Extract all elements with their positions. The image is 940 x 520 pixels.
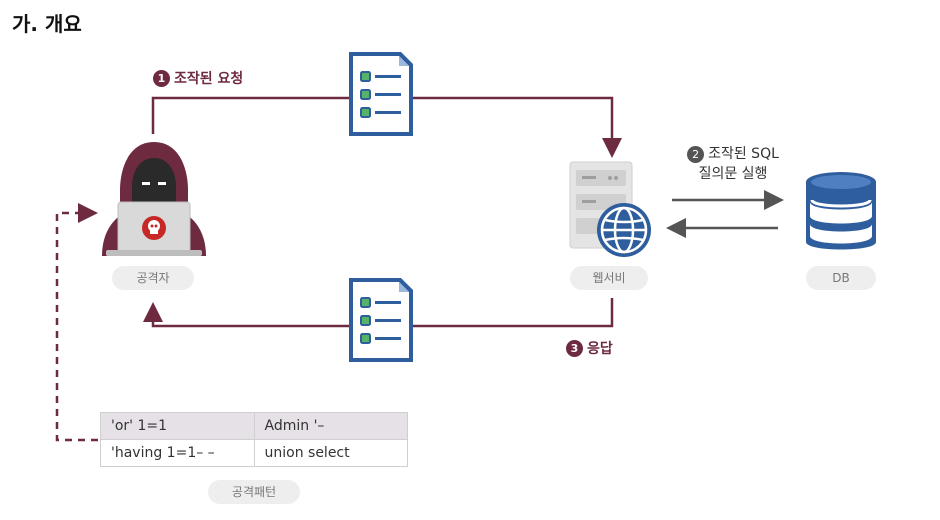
pattern-label: 공격패턴 xyxy=(208,480,300,504)
step-2-number: 2 xyxy=(687,145,705,163)
webserver-label: 웹서비 xyxy=(570,266,648,290)
step-1-label: 1 조작된 요청 xyxy=(153,68,243,88)
step-2-text-line2: 질의문 실행 xyxy=(698,166,768,182)
attacker-label: 공격자 xyxy=(112,266,194,290)
table-row: 'or' 1=1 Admin '– xyxy=(100,412,408,440)
table-cell: 'having 1=1– – xyxy=(100,439,255,467)
document-icon xyxy=(349,278,413,362)
pattern-dashed-arrow xyxy=(55,203,98,442)
document-icon xyxy=(349,52,413,136)
step-1-text: 조작된 요청 xyxy=(174,71,244,87)
skull-icon xyxy=(142,216,166,240)
attack-pattern-table: 'or' 1=1 Admin '– 'having 1=1– – union s… xyxy=(100,412,408,467)
step-3-label: 3 응답 xyxy=(566,338,613,358)
table-row: 'having 1=1– – union select xyxy=(100,439,408,467)
table-cell: 'or' 1=1 xyxy=(100,412,255,440)
globe-icon xyxy=(597,203,651,257)
table-cell: union select xyxy=(253,439,408,467)
hacker-icon xyxy=(102,142,206,256)
step-2-label: 2 조작된 SQL 질의문 실행 xyxy=(678,144,788,184)
database-icon xyxy=(806,172,876,250)
db-label: DB xyxy=(806,266,876,290)
step-1-number: 1 xyxy=(153,69,170,87)
step-3-text: 응답 xyxy=(587,341,613,357)
step-3-number: 3 xyxy=(566,339,583,357)
table-cell: Admin '– xyxy=(253,412,408,440)
page-title: 가. 개요 xyxy=(12,12,82,36)
step-2-text-line1: 조작된 SQL xyxy=(708,146,779,162)
